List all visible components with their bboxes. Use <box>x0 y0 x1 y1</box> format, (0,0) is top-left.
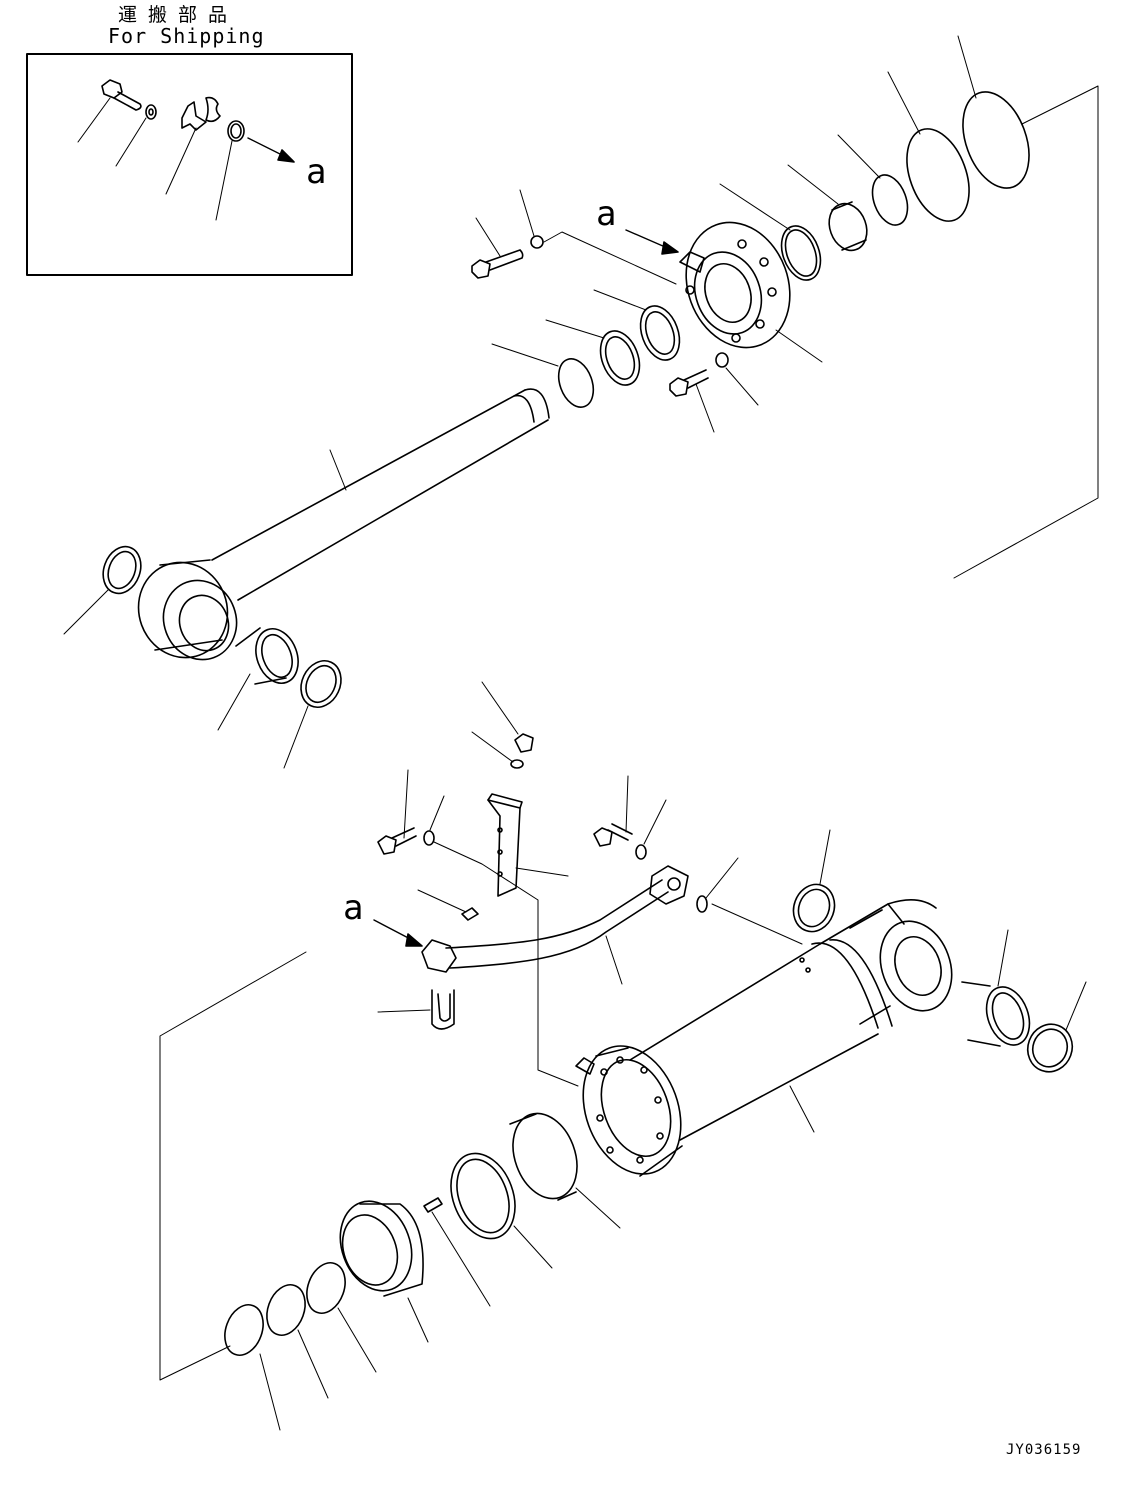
inset-title-en: For Shipping <box>108 24 265 48</box>
piston-set-screw <box>424 1198 490 1306</box>
bracket-bolt-left <box>378 770 578 1086</box>
bottom-seal <box>1021 982 1086 1078</box>
piston-rod <box>212 390 548 600</box>
cylinder-head <box>669 208 822 362</box>
rod-seal-right <box>284 654 348 768</box>
tube-flange <box>566 1032 698 1188</box>
head-bolt-upper <box>472 190 676 284</box>
piston-seal <box>440 1144 552 1268</box>
grouping-bracket-upper <box>954 86 1098 578</box>
tube-assembly <box>160 682 1086 1430</box>
bottom-bushing <box>962 930 1037 1051</box>
rod-packing <box>492 290 686 412</box>
rod-dust-seal <box>64 541 147 634</box>
inset-ring <box>216 121 244 220</box>
piston-rings-small <box>218 1257 376 1430</box>
grouping-bracket-lower <box>160 952 306 1380</box>
head-rings <box>720 36 1041 285</box>
inset-arrow <box>248 138 294 162</box>
piston-ring-wear <box>502 1104 620 1228</box>
cylinder-tube <box>630 900 964 1140</box>
bottom-ring-right <box>787 830 841 937</box>
drawing-number: JY036159 <box>1006 1442 1082 1458</box>
u-bolt <box>378 990 454 1029</box>
hydraulic-pipe <box>422 858 802 984</box>
shipping-inset <box>27 54 352 275</box>
inset-clip <box>166 98 220 194</box>
head-bolt-lower <box>670 353 758 432</box>
inset-washer <box>116 105 156 166</box>
pipe-oring <box>418 890 478 920</box>
rod-eye <box>125 550 247 670</box>
rod-bushing <box>218 623 305 730</box>
rod-assembly <box>64 36 1098 768</box>
inset-title-jp: 運搬部品 <box>118 4 239 26</box>
callout-label-head: a <box>596 194 617 234</box>
callout-label-inset: a <box>306 152 327 192</box>
pipe-bracket <box>472 682 568 896</box>
bracket-bolt-right <box>594 776 666 859</box>
callout-label-tube: a <box>343 888 364 928</box>
piston <box>328 1191 428 1342</box>
inset-bolt <box>78 80 141 142</box>
head-callout-arrow <box>626 230 678 254</box>
tube-callout-arrow <box>374 920 422 946</box>
